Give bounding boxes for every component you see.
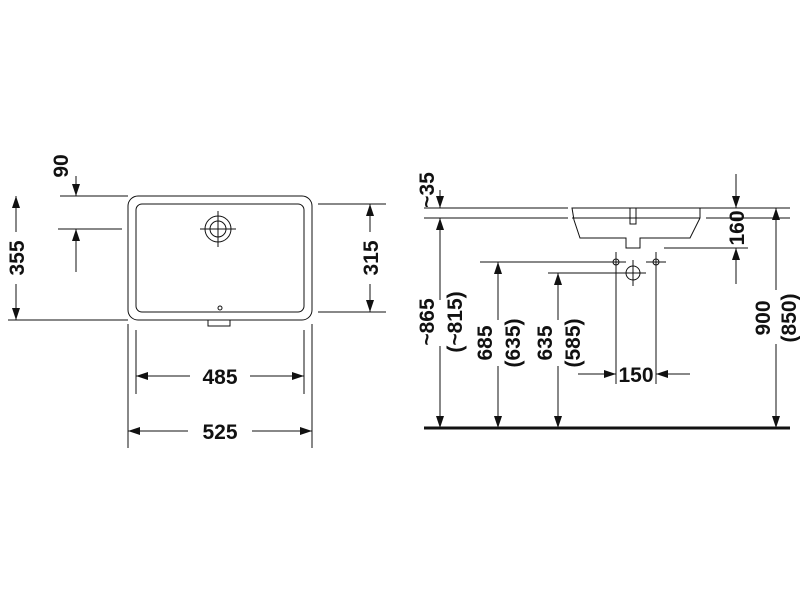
dim-315-label: 315	[360, 240, 383, 275]
dim-485-label: 485	[202, 366, 237, 389]
dim-635a-label: (635)	[502, 318, 525, 367]
dim-685-label: 685	[474, 325, 497, 360]
top-view: 90 355 315 485 525	[6, 154, 386, 448]
dim-815-label: (~815)	[444, 291, 467, 352]
drain-outlet-icon	[620, 260, 646, 286]
basin-inner-outline	[135, 203, 305, 313]
dim-585-label: (585)	[562, 318, 585, 367]
dim-355-label: 355	[6, 240, 29, 275]
dim-90-label: 90	[50, 154, 73, 177]
cold-valve-icon	[646, 252, 666, 272]
overflow-icon	[207, 305, 231, 327]
basin-profile	[571, 207, 701, 249]
dim-850-label: (850)	[778, 293, 800, 342]
dim-150-label: 150	[618, 364, 653, 387]
dim-160-label: 160	[726, 210, 749, 245]
side-view: ~35 ~865 (~815) 685 (635) 635 (585) 150 …	[416, 172, 800, 430]
dim-635b-label: 635	[534, 325, 557, 360]
hot-valve-icon	[606, 252, 626, 272]
dim-900-label: 900	[752, 300, 775, 335]
dim-865-label: ~865	[416, 298, 439, 346]
drain-icon	[200, 211, 236, 247]
dim-35-label: ~35	[416, 172, 439, 208]
basin-outer-outline	[127, 195, 313, 321]
dim-525-label: 525	[202, 421, 237, 444]
